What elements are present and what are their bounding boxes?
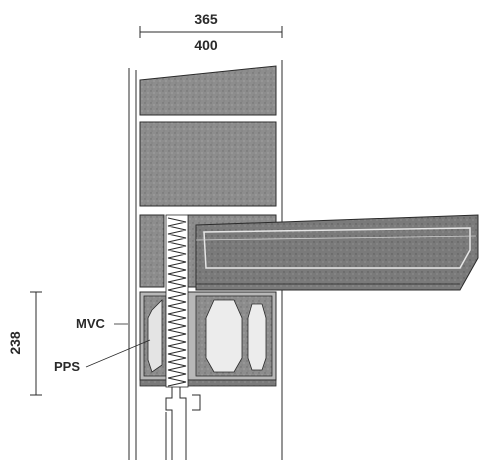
base-connector: [165, 387, 201, 460]
wall-cap-block: [139, 65, 277, 116]
label-pps: PPS: [54, 339, 151, 374]
hexagon-void-icon: [147, 299, 163, 373]
top-dimension: 365 400: [139, 11, 283, 53]
left-dimension: 238: [7, 291, 42, 396]
label-mvc: MVC: [76, 316, 128, 331]
label-pps-text: PPS: [54, 359, 80, 374]
lower-wall-block: [139, 291, 277, 381]
hexagon-void-icon: [205, 299, 243, 373]
base-strip: [139, 379, 277, 387]
hexagon-void-icon: [247, 303, 267, 371]
dimension-label-238: 238: [7, 331, 23, 355]
dimension-label-400: 400: [194, 37, 218, 53]
floor-slab: [195, 214, 479, 291]
ring-beam-left: [139, 214, 165, 288]
label-mvc-text: MVC: [76, 316, 106, 331]
zigzag-insulation-icon: [165, 214, 189, 388]
upper-wall-block: [139, 121, 277, 207]
dimension-label-365: 365: [194, 11, 218, 27]
